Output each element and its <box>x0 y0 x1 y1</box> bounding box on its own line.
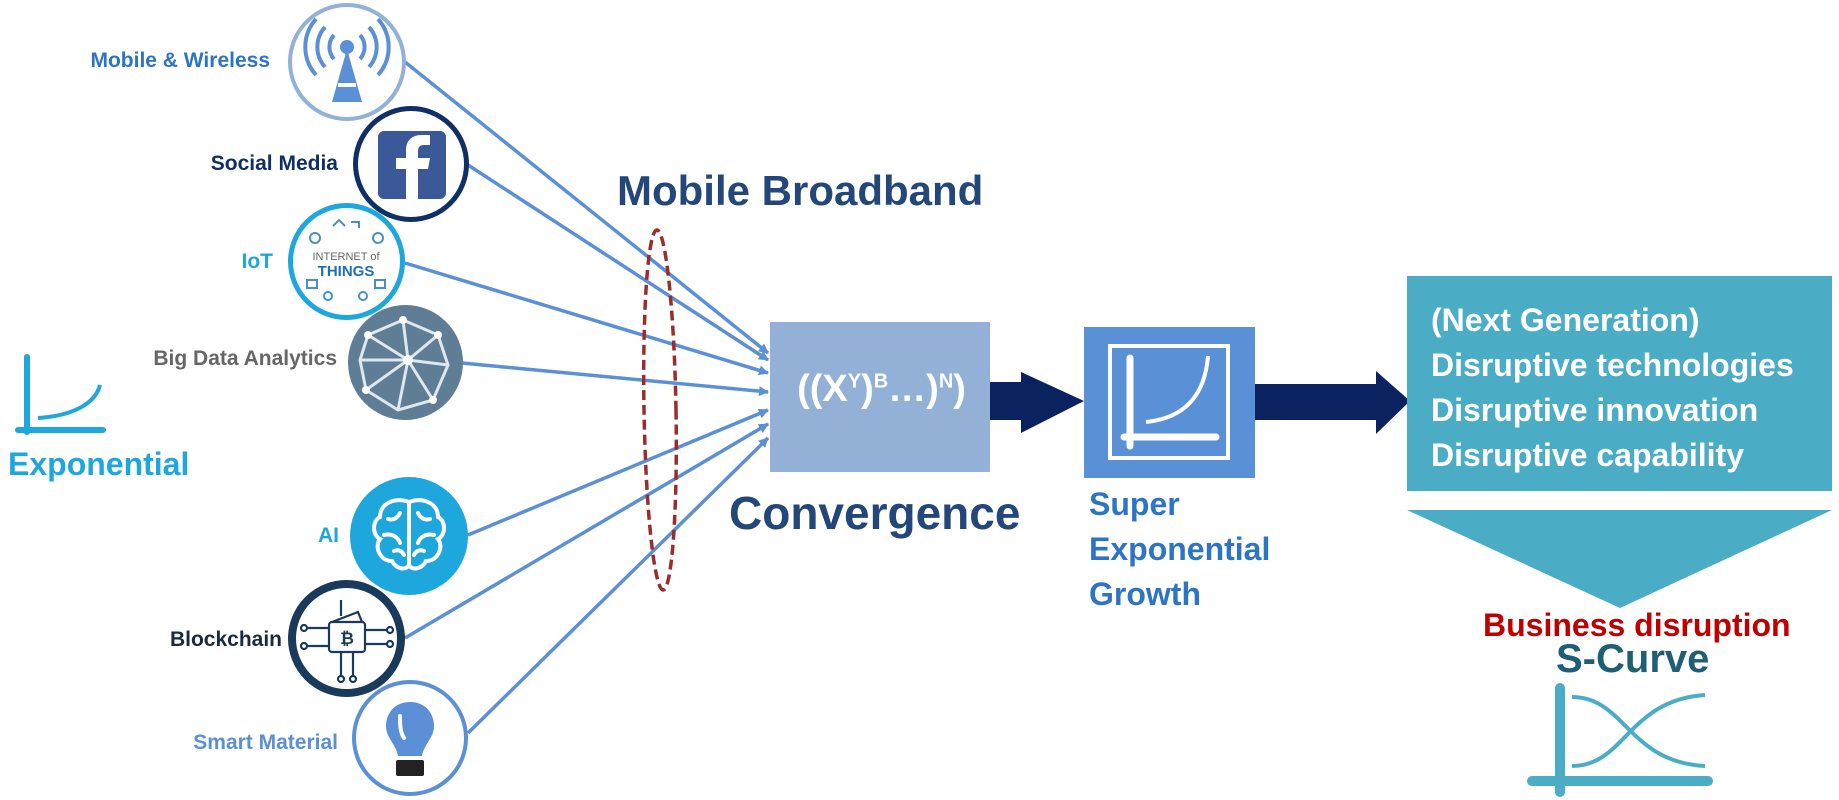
big-data-circle <box>348 305 463 420</box>
social-media-circle <box>353 106 469 222</box>
business-disruption-label: Business disruption <box>1483 607 1791 643</box>
growth-label: Super Exponential Growth <box>1089 486 1271 612</box>
smart-material-circle <box>352 680 468 796</box>
growth-chart-icon <box>1108 344 1230 460</box>
outcome-line-3: Disruptive innovation <box>1431 392 1759 428</box>
mobile-broadband-ellipse <box>641 228 679 592</box>
convergence-formula: ((XY)B…)N) <box>797 368 966 410</box>
bitcoin-wallet-icon: ₿ <box>299 600 395 684</box>
outcome-chevron <box>1407 510 1832 608</box>
internet-of-things-icon: INTERNET of THINGS <box>306 218 386 301</box>
convergence-label: Convergence <box>729 487 1021 539</box>
network-globe-icon <box>358 316 450 412</box>
label-smart-material: Smart Material <box>193 731 338 754</box>
label-mobile-wireless: Mobile & Wireless <box>90 49 270 72</box>
outcome-line-4: Disruptive capability <box>1431 437 1744 473</box>
convergence-box <box>770 322 990 472</box>
outcome-line-2: Disruptive technologies <box>1431 347 1794 383</box>
outcome-line-1: (Next Generation) <box>1431 302 1700 338</box>
label-social-media: Social Media <box>210 152 338 175</box>
iot-circle: INTERNET of THINGS <box>288 203 405 320</box>
arrow-mobile <box>403 60 770 355</box>
exponential-curve-icon <box>15 354 106 435</box>
arrow-social <box>467 163 769 362</box>
cell-tower-icon <box>303 17 391 102</box>
outcome-text: (Next Generation) Disruptive technologie… <box>1431 298 1794 478</box>
brain-icon <box>372 498 446 571</box>
arrow-bigdata <box>461 361 769 397</box>
big-arrow-1 <box>990 372 1084 433</box>
facebook-icon <box>378 131 446 199</box>
outcome-box <box>1407 276 1832 491</box>
s-curve-label: S-Curve <box>1556 637 1710 681</box>
arrow-smart <box>466 436 770 735</box>
svg-text:INTERNET of: INTERNET of <box>312 251 380 263</box>
svg-text:THINGS: THINGS <box>318 263 375 280</box>
label-big-data: Big Data Analytics <box>153 347 337 370</box>
mobile-wireless-circle <box>288 3 406 121</box>
light-bulb-icon <box>386 702 434 776</box>
label-ai: AI <box>318 524 339 547</box>
label-iot: IoT <box>241 250 274 273</box>
mobile-broadband-label: Mobile Broadband <box>617 167 984 214</box>
exponential-label: Exponential <box>8 446 190 482</box>
label-blockchain: Blockchain <box>169 628 282 651</box>
arrow-iot <box>404 261 769 376</box>
arrow-ai <box>467 408 769 537</box>
converging-arrows <box>403 60 770 735</box>
big-arrow-2 <box>1255 371 1410 434</box>
ai-circle <box>350 477 468 595</box>
arrow-blockchain <box>404 422 769 640</box>
blockchain-circle: ₿ <box>288 580 405 697</box>
svg-text:₿: ₿ <box>340 629 354 649</box>
s-curve-icon <box>1527 683 1713 797</box>
